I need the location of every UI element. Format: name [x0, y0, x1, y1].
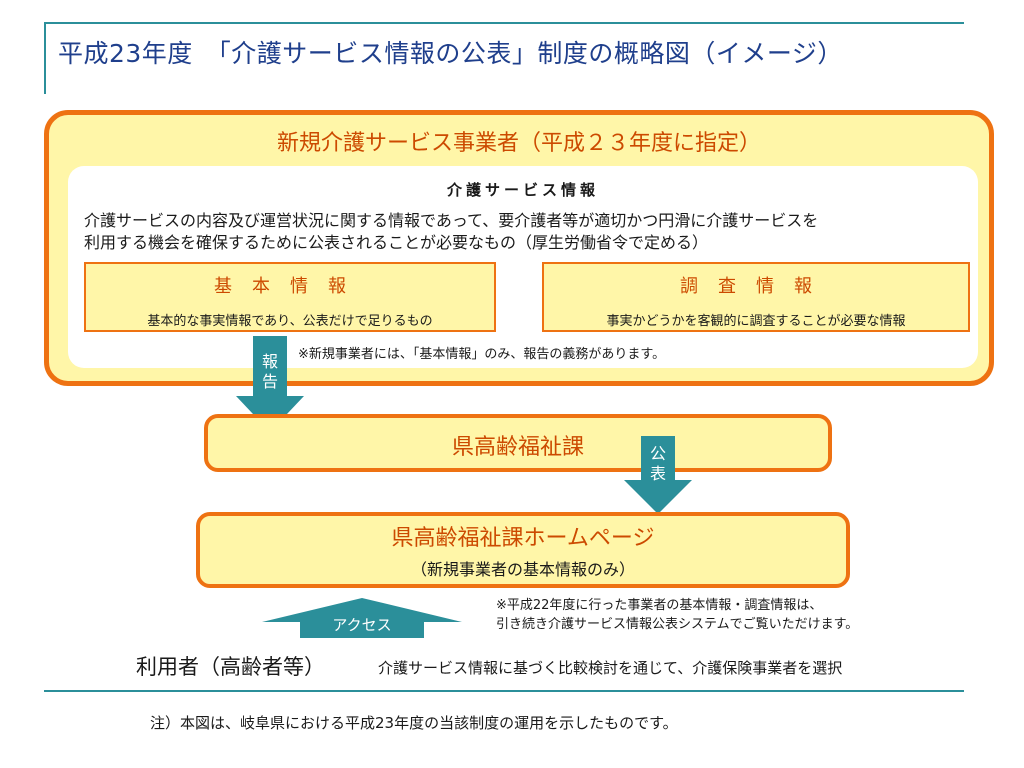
care-service-info-description: 介護サービスの内容及び運営状況に関する情報であって、要介護者等が適切かつ円滑に介… — [84, 210, 974, 254]
basic-info-description: 基本的な事実情報であり、公表だけで足りるもの — [147, 314, 433, 329]
basic-info-box: 基本情報 基本的な事実情報であり、公表だけで足りるもの — [84, 262, 496, 332]
pref-homepage-sublabel: （新規事業者の基本情報のみ） — [410, 560, 635, 579]
survey-info-box: 調査情報 事実かどうかを客観的に調査することが必要な情報 — [542, 262, 970, 332]
header-accent-bar — [44, 22, 46, 94]
report-arrow-label: 報 告 — [253, 352, 287, 392]
h22-info-note-line-1: ※平成22年度に行った事業者の基本情報・調査情報は、 — [496, 598, 823, 613]
report-obligation-note: ※新規事業者には、「基本情報」のみ、報告の義務があります。 — [298, 347, 666, 362]
care-service-info-heading: 介護サービス情報 — [446, 181, 599, 199]
access-arrow — [262, 598, 462, 638]
report-arrow — [236, 336, 304, 432]
users-description: 介護サービス情報に基づく比較検討を通じて、介護保険事業者を選択 — [378, 659, 843, 677]
description-line-1: 介護サービスの内容及び運営状況に関する情報であって、要介護者等が適切かつ円滑に介… — [84, 211, 819, 230]
page-title: 平成23年度 「介護サービス情報の公表」制度の概略図（イメージ） — [58, 39, 843, 68]
publish-arrow — [624, 436, 692, 514]
users-label: 利用者（高齢者等） — [136, 655, 325, 679]
report-arrow-icon — [236, 336, 304, 432]
h22-info-note-line-2: 引き続き介護サービス情報公表システムでご覧いただけます。 — [496, 617, 859, 632]
survey-info-title: 調査情報 — [680, 276, 832, 297]
footnote: 注）本図は、岐阜県における平成23年度の当該制度の運用を示したものです。 — [150, 714, 678, 732]
pref-homepage-box — [196, 512, 850, 588]
description-line-2: 利用する機会を確保するために公表されることが必要なもの（厚生労働省令で定める） — [84, 233, 709, 252]
basic-info-title: 基本情報 — [214, 276, 366, 297]
access-arrow-label: アクセス — [332, 616, 392, 634]
report-arrow-char-1: 報 — [261, 352, 278, 371]
publish-arrow-char-1: 公 — [649, 444, 666, 463]
pref-homepage-label: 県高齢福祉課ホームページ — [391, 526, 655, 551]
publish-arrow-label: 公 表 — [641, 444, 675, 484]
access-arrow-icon — [262, 598, 462, 638]
new-operator-title: 新規介護サービス事業者（平成２３年度に指定） — [276, 131, 761, 156]
h22-info-note: ※平成22年度に行った事業者の基本情報・調査情報は、 引き続き介護サービス情報公… — [496, 596, 858, 634]
survey-info-description: 事実かどうかを客観的に調査することが必要な情報 — [606, 314, 906, 329]
pref-welfare-office-box — [204, 414, 832, 472]
header-rule — [44, 22, 964, 24]
publish-arrow-icon — [624, 436, 692, 514]
pref-welfare-office-label: 県高齢福祉課 — [451, 435, 584, 460]
footer-rule — [44, 690, 964, 692]
publish-arrow-char-2: 表 — [649, 464, 666, 483]
report-arrow-char-2: 告 — [261, 372, 278, 391]
